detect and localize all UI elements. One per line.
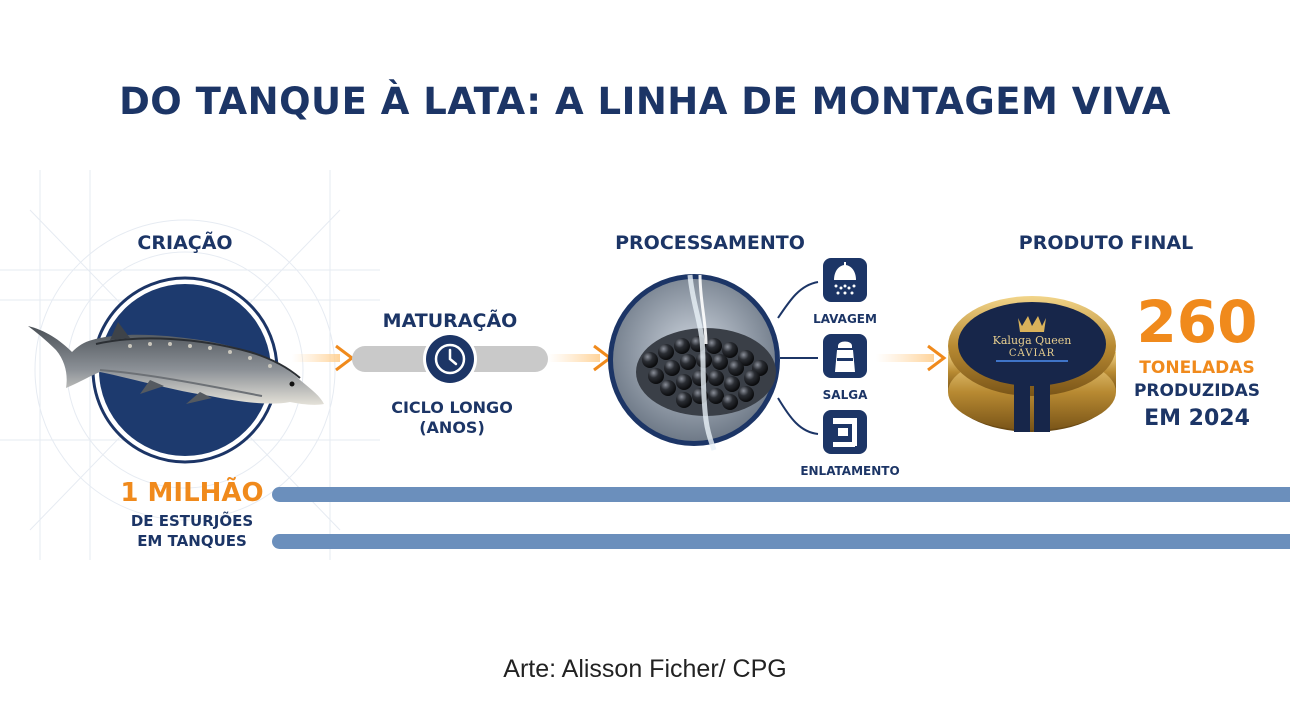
process-step-label: ENLATAMENTO — [800, 464, 900, 478]
image-credit: Arte: Alisson Ficher/ CPG — [503, 655, 787, 683]
process-connectors — [777, 281, 819, 435]
criacao-stat-value: 1 MILHÃO — [120, 478, 264, 508]
timeline-bar-bottom — [272, 534, 1290, 549]
stage-label-maturacao: MATURAÇÃO — [382, 310, 518, 332]
caviar-tin-image — [948, 296, 1116, 432]
tin-product: CAVIAR — [1008, 348, 1056, 359]
timeline-bar-top — [272, 487, 1290, 502]
produto-stat-line2: PRODUZIDAS — [1133, 381, 1261, 401]
produto-stat-line1: TONELADAS — [1139, 358, 1255, 378]
process-step-label: SALGA — [822, 388, 868, 402]
produto-stat-line3: EM 2024 — [1144, 406, 1250, 431]
tin-brand: Kaluga Queen — [992, 334, 1072, 347]
stage-label-processamento: PROCESSAMENTO — [615, 232, 805, 254]
arrow-icon — [292, 344, 355, 372]
process-step-label: LAVAGEM — [813, 312, 877, 326]
arrow-icon — [548, 344, 613, 372]
produto-stat-value: 260 — [1136, 288, 1258, 356]
maturacao-note-line1: CICLO LONGO — [391, 398, 513, 417]
page-title: DO TANQUE À LATA: A LINHA DE MONTAGEM VI… — [119, 80, 1171, 123]
salt-shaker-icon — [823, 334, 867, 378]
stage-label-criacao: CRIAÇÃO — [137, 232, 233, 254]
canning-machine-icon — [823, 410, 867, 454]
stage-label-produto-final: PRODUTO FINAL — [1018, 232, 1194, 254]
sturgeon-image — [28, 322, 324, 405]
clock-icon — [423, 332, 477, 386]
maturacao-note-line2: (ANOS) — [419, 418, 485, 437]
criacao-stat-line1: DE ESTURJÕES — [130, 512, 254, 530]
caviar-image — [608, 274, 780, 451]
arrow-icon — [876, 344, 947, 372]
criacao-stat-line2: EM TANQUES — [137, 532, 247, 550]
shower-icon — [823, 258, 867, 302]
